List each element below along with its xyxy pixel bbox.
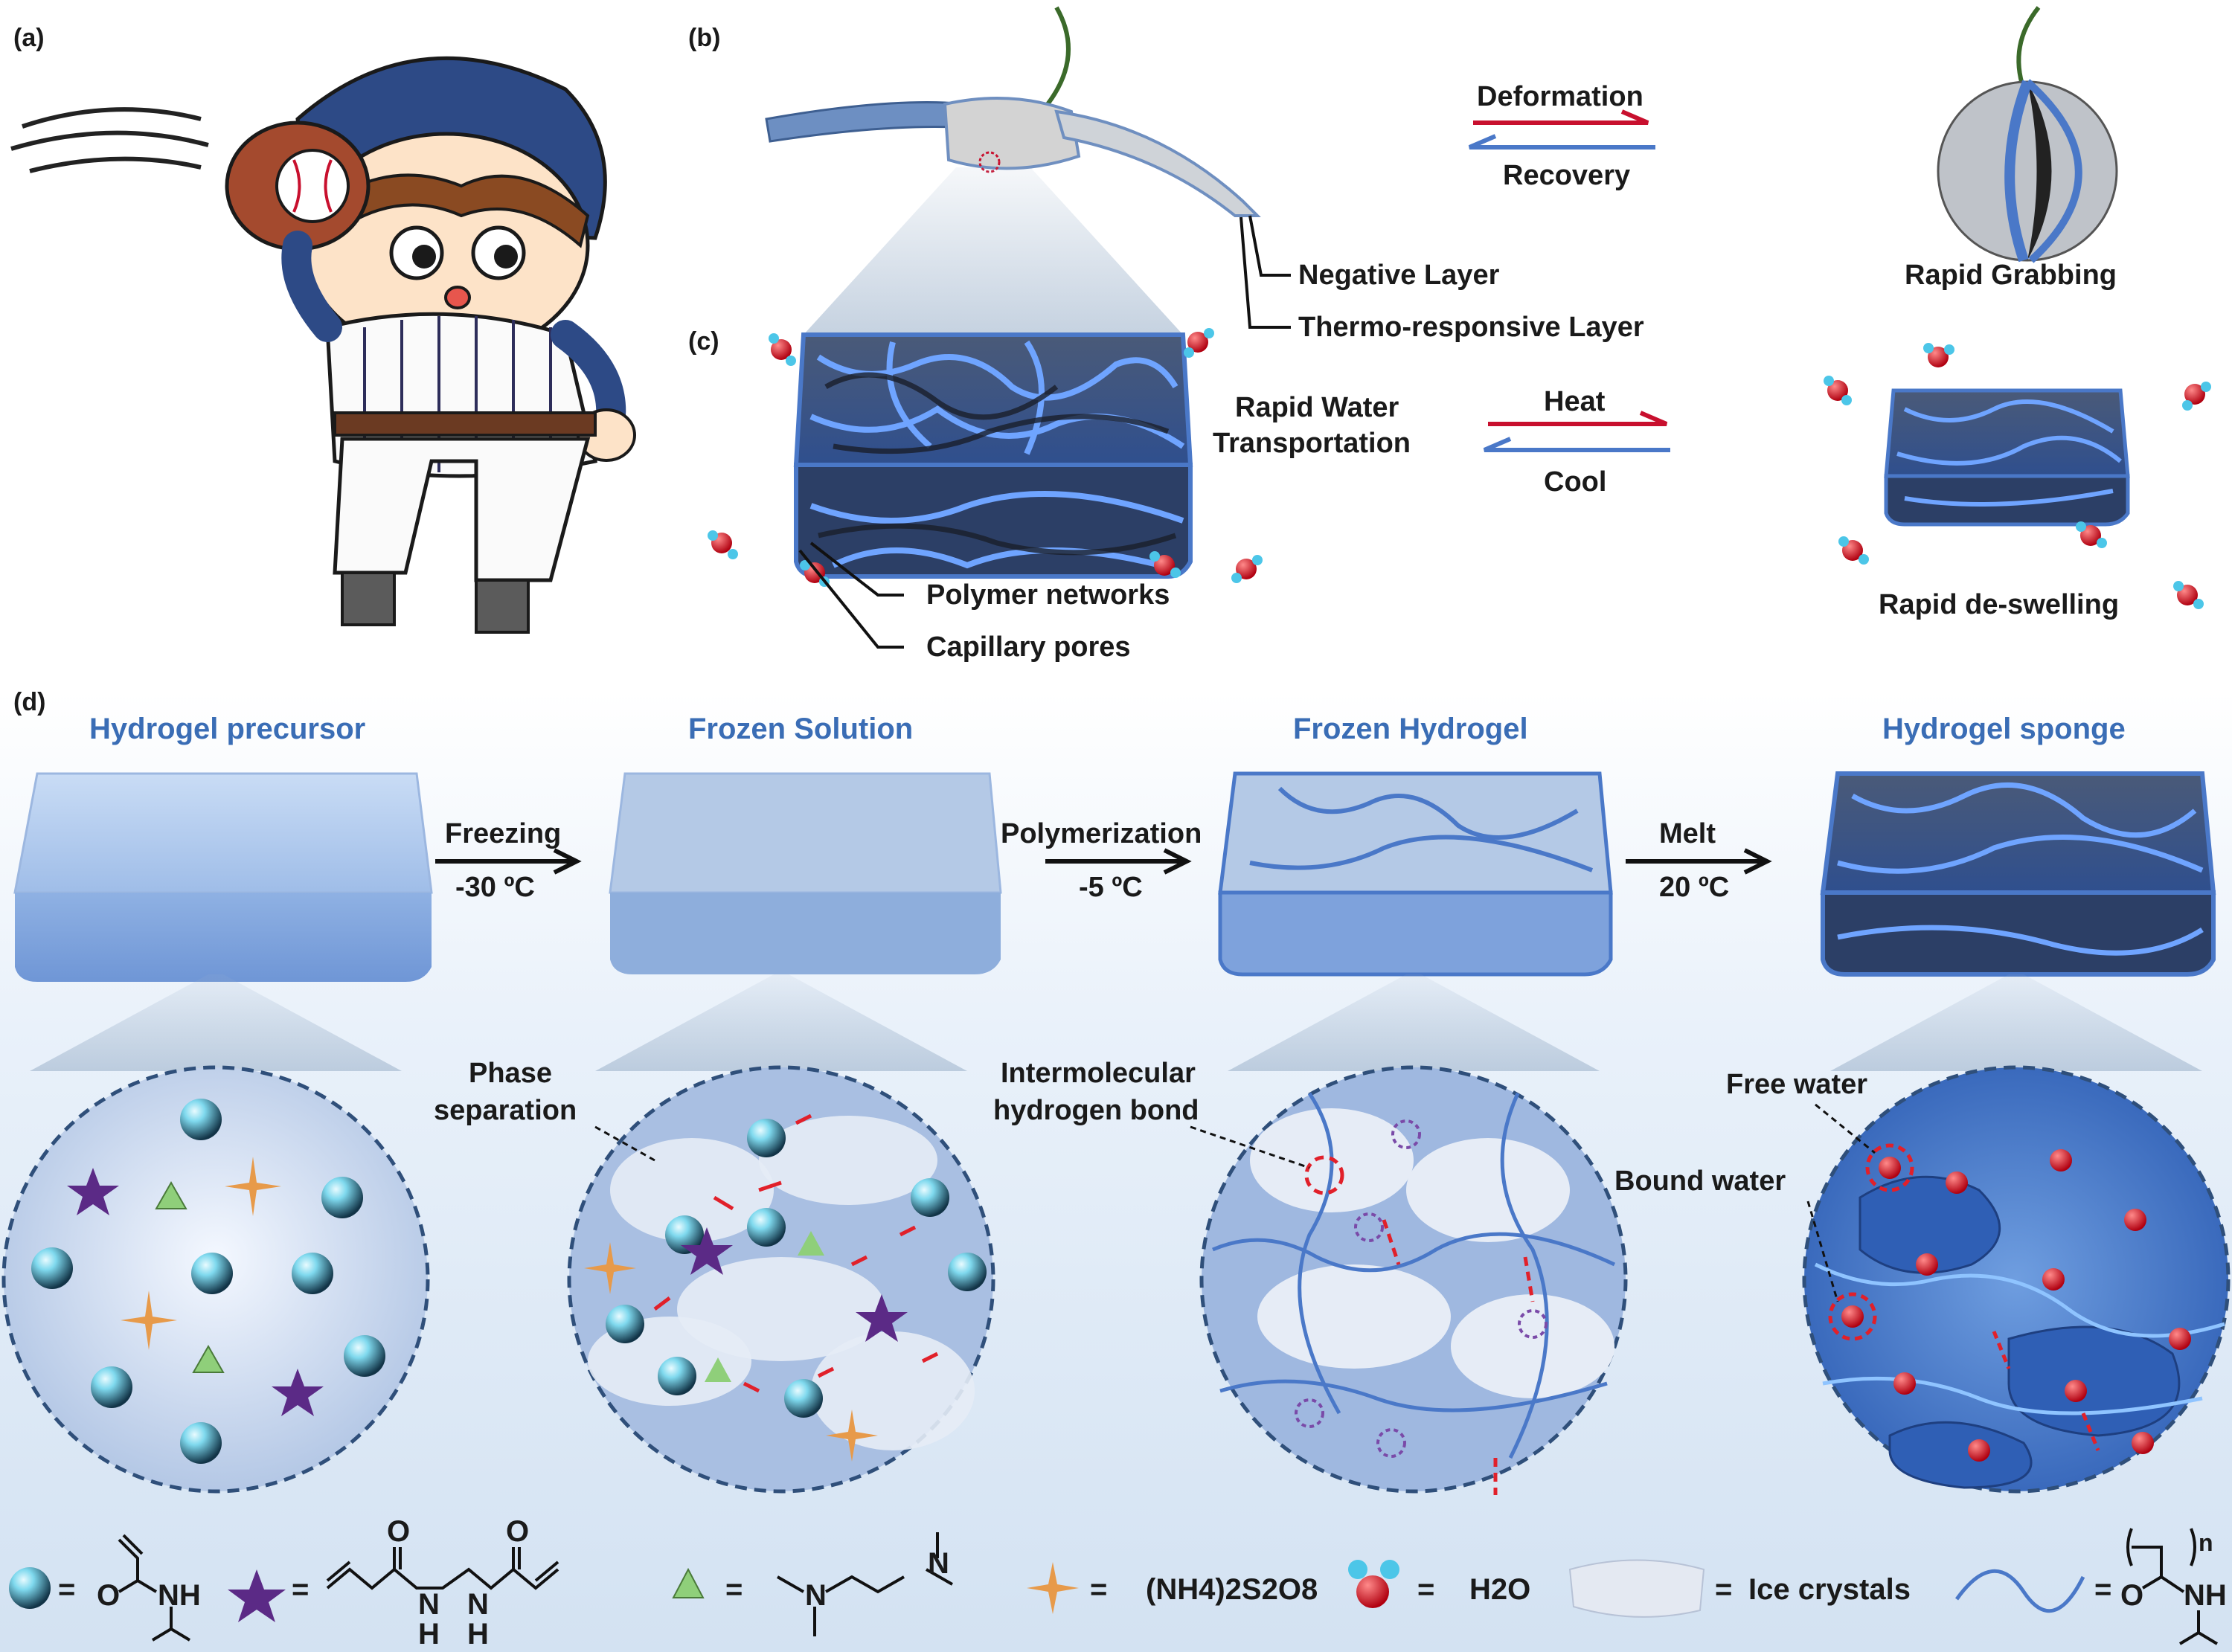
legend-eq-5: = [1417, 1573, 1434, 1606]
negative-layer-label: Negative Layer [1298, 260, 1500, 291]
legend-eq-7: = [2094, 1573, 2111, 1606]
flower-gripper-open [765, 6, 1261, 335]
stage-frozen-hydrogel-title: Frozen Hydrogel [1293, 713, 1528, 745]
thermo-responsive-layer-label: Thermo-responsive Layer [1298, 312, 1644, 343]
nipam-nh: NH [158, 1579, 201, 1612]
nipam-o: O [97, 1579, 120, 1612]
baseball-player-illustration [10, 56, 636, 634]
legend-monomer-ball [9, 1567, 51, 1609]
recovery-label: Recovery [1503, 160, 1630, 191]
freezing-temp-label: -30 ºC [455, 872, 535, 903]
process-arrows [435, 848, 1772, 875]
legend-eq-6: = [1715, 1573, 1732, 1606]
panel-b-label: (b) [688, 24, 720, 52]
capillary-pores-label: Capillary pores [926, 631, 1131, 663]
mba-o-1: O [387, 1515, 410, 1548]
frozen-hydrogel-contents [1212, 1092, 1616, 1495]
deformation-label: Deformation [1477, 81, 1643, 112]
legend-polymer-chain [1954, 1569, 2085, 1613]
pnipam-o: O [2120, 1579, 2143, 1612]
zoom-cone-4 [1830, 974, 2202, 1071]
mba-n-2: N [467, 1588, 489, 1621]
phase-separation-label-1: Phase [469, 1058, 552, 1089]
hydrogel-sponge-block-large [793, 332, 1193, 579]
legend-sparkle [1027, 1562, 1079, 1614]
melt-temp-label: 20 ºC [1659, 872, 1729, 903]
hydrogel-sponge-block-shrunk [1884, 388, 2130, 527]
deformation-recovery-arrows [1468, 109, 1655, 150]
rapid-grabbing-label: Rapid Grabbing [1905, 260, 2117, 291]
mba-o-2: O [506, 1515, 529, 1548]
pnipam-nh: NH [2184, 1579, 2227, 1612]
legend-star [228, 1569, 286, 1622]
zoom-cone-3 [1228, 974, 1600, 1071]
panel-a-label: (a) [13, 24, 45, 52]
temed-structure [777, 1532, 953, 1636]
stage-hydrogel-sponge-title: Hydrogel sponge [1882, 713, 2126, 745]
legend-eq-4: = [1090, 1573, 1107, 1606]
legend-eq-2: = [292, 1573, 309, 1606]
mba-n-1: N [418, 1588, 440, 1621]
hydrogel-sponge-contents [1814, 1143, 2225, 1489]
melt-label: Melt [1659, 818, 1716, 849]
legend-aps: (NH4)2S2O8 [1146, 1573, 1318, 1606]
cool-label: Cool [1544, 466, 1606, 498]
nipam-structure [118, 1534, 191, 1642]
precursor-slab [13, 772, 433, 982]
rapid-deswelling-label: Rapid de-swelling [1879, 589, 2119, 620]
polymer-networks-label: Polymer networks [926, 579, 1170, 611]
frozen-solution-contents [584, 1113, 987, 1462]
rapid-water-label-2: Transportation [1213, 428, 1411, 459]
freezing-label: Freezing [445, 818, 561, 849]
mba-h-2: H [467, 1618, 489, 1651]
heat-cool-arrows [1483, 411, 1670, 452]
frozen-solution-slab [609, 772, 1002, 974]
temed-n-1: N [805, 1579, 827, 1612]
zoom-cone-2 [595, 974, 967, 1071]
pnipam-sub-n: n [2199, 1529, 2213, 1556]
frozen-hydrogel-slab [1218, 771, 1613, 977]
legend-eq-3: = [725, 1573, 743, 1606]
hbond-label-1: Intermolecular [1001, 1058, 1196, 1089]
legend-ice: Ice crystals [1748, 1573, 1911, 1606]
polymerization-temp-label: -5 ºC [1079, 872, 1143, 903]
panel-d-label: (d) [13, 688, 45, 716]
temed-n-2: N [928, 1547, 949, 1580]
panel-c-label: (c) [688, 327, 719, 356]
legend-row: = O NH = O O N H N H = [9, 1515, 2227, 1651]
rapid-water-label-1: Rapid Water [1235, 392, 1399, 423]
zoom-cone-1 [30, 974, 402, 1071]
stage-hydrogel-precursor-title: Hydrogel precursor [89, 713, 365, 745]
flower-gripper-closed [1937, 6, 2118, 263]
free-water-label: Free water [1726, 1069, 1867, 1100]
phase-separation-label-2: separation [434, 1095, 577, 1126]
legend-ice-crystals [1568, 1559, 1705, 1618]
legend-eq-1: = [58, 1573, 75, 1606]
polymerization-label: Polymerization [1001, 818, 1202, 849]
zoom-circle-hydrogel-sponge [1802, 1065, 2231, 1494]
hydrogel-sponge-slab [1820, 771, 2216, 977]
precursor-particles [31, 1099, 385, 1464]
water-molecules-leaving [1824, 343, 2211, 609]
legend-water: H2O [1469, 1573, 1530, 1606]
hbond-label-2: hydrogen bond [993, 1095, 1199, 1126]
mba-structure [326, 1547, 559, 1590]
legend-water-molecule [1348, 1560, 1399, 1608]
bound-water-label: Bound water [1614, 1166, 1786, 1197]
heat-label: Heat [1544, 386, 1606, 417]
stage-frozen-solution-title: Frozen Solution [688, 713, 913, 745]
legend-triangle [672, 1567, 705, 1598]
mba-h-1: H [418, 1618, 440, 1651]
pnipam-structure [2126, 1528, 2219, 1645]
